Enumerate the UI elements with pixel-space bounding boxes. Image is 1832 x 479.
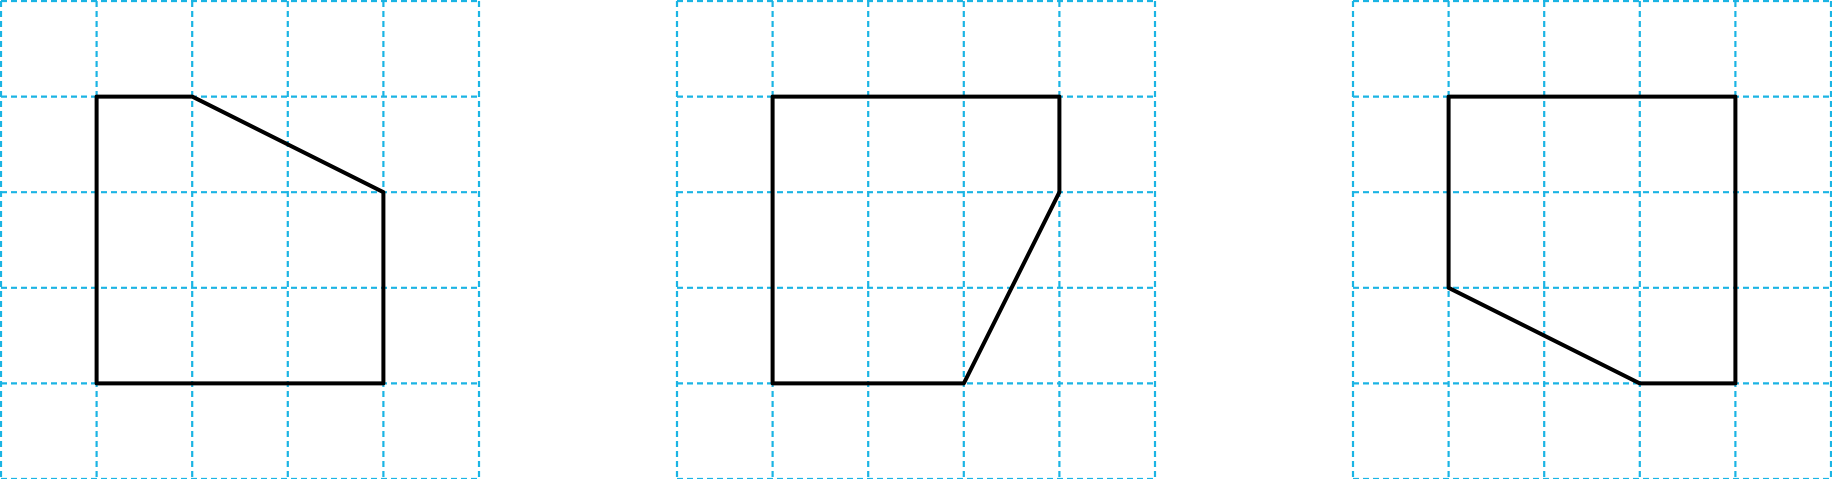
grid-panel-3: [1351, 0, 1832, 479]
polygon-outline: [770, 94, 1062, 386]
grid-panel-2: [675, 0, 1157, 479]
polygon-outline: [94, 94, 386, 386]
grid-panel-1: [0, 0, 481, 479]
polygon-outline: [1446, 94, 1738, 386]
